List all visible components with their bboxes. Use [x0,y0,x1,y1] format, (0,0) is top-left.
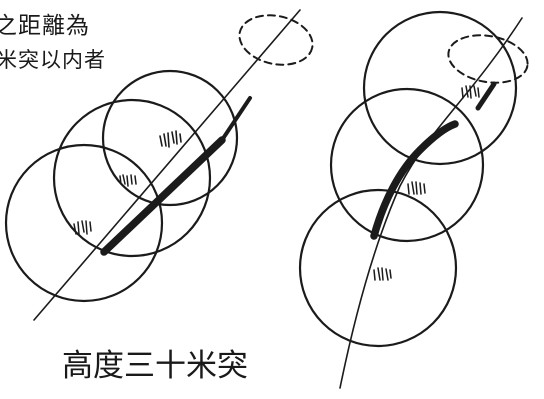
right-trajectory-line [339,17,523,389]
right-hatch-2 [407,181,426,195]
annotation-line-1: 之距離為 [0,13,90,39]
left-hatch-1 [159,130,182,148]
left-trajectory-line [33,9,301,321]
right-hatch-1 [461,85,480,99]
right-medium-segment [475,81,497,111]
left-dashed-ellipse [238,14,314,66]
right-hatch-3 [373,267,392,281]
left-figure [4,9,314,321]
right-circle-top [362,10,518,166]
right-circle-middle [329,87,485,243]
left-medium-segment [220,96,252,142]
left-circle-middle [52,98,212,258]
left-circle-bottom [4,143,164,303]
left-hatch-3 [73,220,92,235]
annotation-line-2: 米突以内者 [0,48,106,72]
right-dashed-ellipse [447,34,529,84]
right-circle-bottom [298,188,458,348]
right-figure [298,10,529,389]
left-circle-top [101,69,239,207]
left-hatch-2 [119,174,137,187]
left-thick-segment [100,136,226,256]
altitude-label: 高度三十米突 [62,348,248,384]
right-thick-segment [370,120,459,240]
